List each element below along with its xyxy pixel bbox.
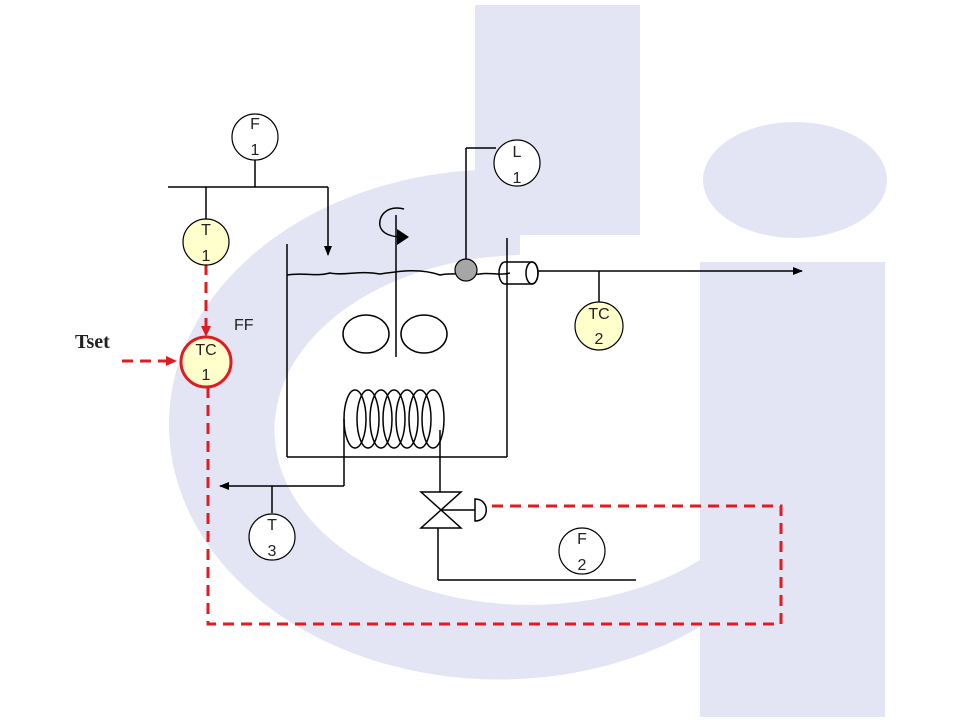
agitator [342,207,448,357]
watermark-logo [168,5,887,717]
instrument-l1[interactable]: L 1 [493,139,541,187]
instrument-f1-tag: F [250,116,260,133]
feedforward-label: FF [234,317,254,334]
instrument-t1-number: 1 [202,248,211,265]
instrument-f2[interactable]: F 2 [558,527,606,575]
instrument-tc2-number: 2 [595,331,604,348]
instrument-tc1[interactable]: TC 1 [179,335,233,389]
instrument-t1-tag: T [201,222,211,239]
control-valve [419,491,636,581]
coil-outlet-line [219,482,344,513]
tset-label: Tset [75,331,110,353]
instrument-tc2[interactable]: TC 2 [574,301,624,351]
instrument-f1-number: 1 [251,142,260,159]
feed-line [168,160,332,256]
instrument-f2-number: 2 [578,557,587,574]
control-signals [122,264,783,626]
heating-coil [343,389,445,495]
instrument-l1-number: 1 [513,170,522,187]
instrument-t3[interactable]: T 3 [248,513,296,561]
instrument-tc1-tag: TC [195,342,216,359]
reactor-tank [286,238,511,458]
instrument-tc1-number: 1 [202,367,211,384]
instrument-t3-number: 3 [268,543,277,560]
liquid-surface [286,270,511,276]
instrument-tc2-tag: TC [588,306,609,323]
level-sensor-line [454,147,496,282]
instrument-f2-tag: F [577,531,587,548]
instrument-t1[interactable]: T 1 [182,218,230,266]
instrument-l1-tag: L [513,144,522,161]
level-sensor [454,258,478,282]
instrument-f1[interactable]: F 1 [231,113,279,161]
instrument-t3-tag: T [267,517,277,534]
outlet-pipe [498,261,803,302]
